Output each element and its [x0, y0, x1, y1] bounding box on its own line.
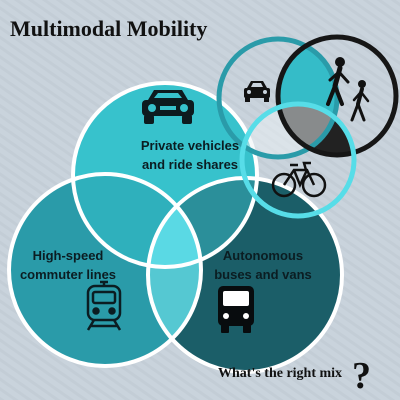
- overlap-top-right: [148, 178, 257, 267]
- label-line: commuter lines: [19, 267, 117, 282]
- question-text: What's the right mix: [218, 366, 343, 381]
- page-title: Multimodal Mobility: [10, 16, 208, 41]
- small-circle-car: [216, 36, 340, 160]
- label-line: Autonomous: [222, 248, 304, 263]
- question-mark: ?: [352, 355, 371, 397]
- label-private-vehicles: Private vehicles and ride shares: [105, 136, 275, 174]
- car-front-icon: [142, 90, 194, 124]
- small-circle-bike: [239, 101, 357, 219]
- bicycle-icon: [271, 161, 327, 198]
- walking-people-icon: [326, 57, 370, 122]
- label-commuter-lines: High-speed commuter lines: [8, 246, 128, 284]
- bus-front-icon: [218, 286, 254, 333]
- car-icon: [244, 81, 270, 102]
- label-line: High-speed: [32, 248, 104, 263]
- label-autonomous: Autonomous buses and vans: [210, 246, 316, 284]
- label-line: Private vehicles: [140, 138, 240, 153]
- label-line: and ride shares: [141, 157, 239, 172]
- small-circle-walk: [275, 34, 399, 158]
- train-front-icon: [86, 280, 122, 331]
- overlap-top-left: [73, 174, 201, 267]
- label-line: buses and vans: [214, 267, 312, 282]
